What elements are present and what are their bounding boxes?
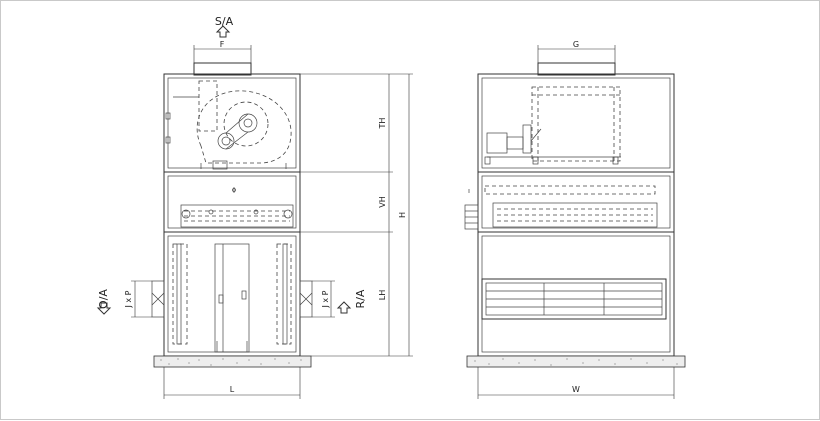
outdoor-air-label: O/A [97,289,110,309]
oa-damper [151,280,165,318]
front-fan-housing [531,86,621,162]
front-coil-section [477,171,675,233]
dim-g-label: G [573,40,579,49]
outlet-collar [193,62,252,76]
outdoor-air-arrow-icon [96,302,112,315]
dim-th-label: TH [378,118,387,130]
supply-air-label: S/A [215,15,234,28]
louvre-grille [481,278,667,320]
front-outlet-collar [537,62,616,76]
front-concrete-base [466,355,686,368]
access-door [214,243,250,353]
return-air-arrow-icon [336,301,352,314]
fan-scroll [196,90,292,164]
side-view: S/A F [96,15,413,399]
cooling-coil [180,204,294,228]
concrete-base [153,355,312,368]
front-coil [492,202,658,228]
dim-h-label: H [398,212,407,218]
front-header-pipe [484,185,656,195]
dim-vh-label: VH [378,196,387,208]
supply-air-arrow-icon [215,25,231,38]
front-view: G [464,40,686,399]
dim-jxp-right-label: J x P [321,290,330,308]
motor [486,132,508,154]
dim-w-label: W [572,385,580,394]
ra-damper [299,280,313,318]
dim-lh-label: LH [378,290,387,300]
dim-jxp-left-label: J x P [124,290,133,308]
coil-section [163,171,301,233]
dim-f-label: F [220,40,225,49]
return-air-label: R/A [354,289,367,308]
dim-l-label: L [230,385,235,394]
mixing-section [163,231,301,357]
front-mixing-section [477,231,675,357]
